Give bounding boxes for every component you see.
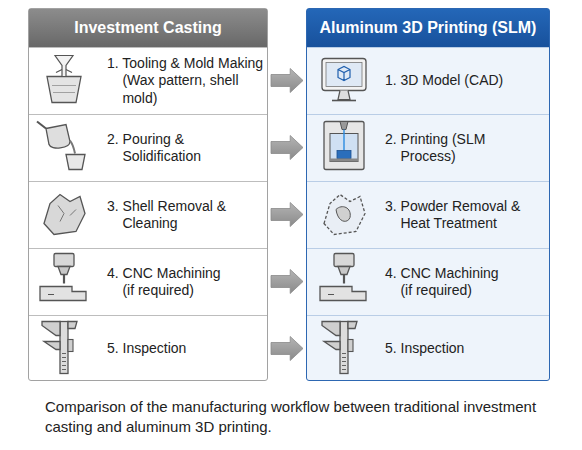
flow-arrow [271, 136, 303, 160]
mold-icon [47, 56, 81, 103]
step-label: 2. Pouring & Solidification [107, 131, 265, 166]
flow-arrow [271, 337, 303, 361]
figure-caption: Comparison of the manufacturing workflow… [45, 397, 565, 438]
step-label: (if required) [107, 282, 265, 300]
process-step: 3. Powder Removal & Heat Treatment [307, 181, 549, 248]
flow-arrow [271, 203, 303, 227]
step-text: 3. Powder Removal & Heat Treatment [385, 182, 543, 248]
panel-header: Aluminum 3D Printing (SLM) [307, 9, 549, 47]
casting-part-icon [44, 195, 85, 235]
ladle-icon [37, 122, 85, 170]
step-label: 5. Inspection [107, 340, 265, 358]
workflow-panel: Aluminum 3D Printing (SLM) 1. 3D Model (C… [306, 8, 550, 381]
caliper-icon [322, 322, 357, 374]
step-label: 2. Printing (SLM Process) [385, 131, 543, 166]
process-step: 5. Inspection [307, 315, 549, 382]
step-label: 3. Shell Removal & Cleaning [107, 198, 265, 233]
step-text: 1. Tooling & Mold Making(Wax pattern, sh… [107, 48, 265, 114]
process-step: 4. CNC Machining(if required) [29, 248, 267, 315]
step-text: 2. Pouring & Solidification [107, 115, 265, 181]
workflow-panel: Investment Casting 1. Tooling & Mold Maki… [28, 8, 268, 381]
step-text: 4. CNC Machining(if required) [107, 249, 265, 315]
process-step: 1. 3D Model (CAD) [307, 47, 549, 114]
step-text: 4. CNC Machining(if required) [385, 249, 543, 315]
process-step: 2. Printing (SLM Process) [307, 114, 549, 181]
panel-title: Aluminum 3D Printing (SLM) [320, 19, 537, 37]
process-step: 5. Inspection [29, 315, 267, 382]
step-text: 5. Inspection [107, 316, 265, 382]
step-label: 3. Powder Removal & Heat Treatment [385, 198, 543, 233]
process-step: 2. Pouring & Solidification [29, 114, 267, 181]
process-step: 3. Shell Removal & Cleaning [29, 181, 267, 248]
cad-monitor-icon [322, 59, 366, 101]
cnc-icon [320, 254, 366, 301]
step-text: 2. Printing (SLM Process) [385, 115, 543, 181]
slm-printer-icon [324, 122, 364, 170]
step-label: 1. 3D Model (CAD) [385, 72, 543, 90]
cnc-icon [40, 254, 86, 301]
step-label: 1. Tooling & Mold Making [107, 55, 265, 73]
step-label: 5. Inspection [385, 340, 543, 358]
process-step: 1. Tooling & Mold Making(Wax pattern, sh… [29, 47, 267, 114]
step-text: 3. Shell Removal & Cleaning [107, 182, 265, 248]
process-step: 4. CNC Machining(if required) [307, 248, 549, 315]
step-label: 4. CNC Machining [385, 265, 543, 283]
step-text: 5. Inspection [385, 316, 543, 382]
panel-header: Investment Casting [29, 9, 267, 47]
step-label: 4. CNC Machining [107, 265, 265, 283]
panel-title: Investment Casting [74, 19, 222, 37]
flow-arrow [271, 270, 303, 294]
caliper-icon [42, 322, 77, 374]
flow-arrow [271, 69, 303, 93]
step-label: (if required) [385, 282, 543, 300]
step-label: (Wax pattern, shell mold) [107, 72, 265, 107]
printed-part-icon [324, 195, 365, 235]
step-text: 1. 3D Model (CAD) [385, 48, 543, 114]
